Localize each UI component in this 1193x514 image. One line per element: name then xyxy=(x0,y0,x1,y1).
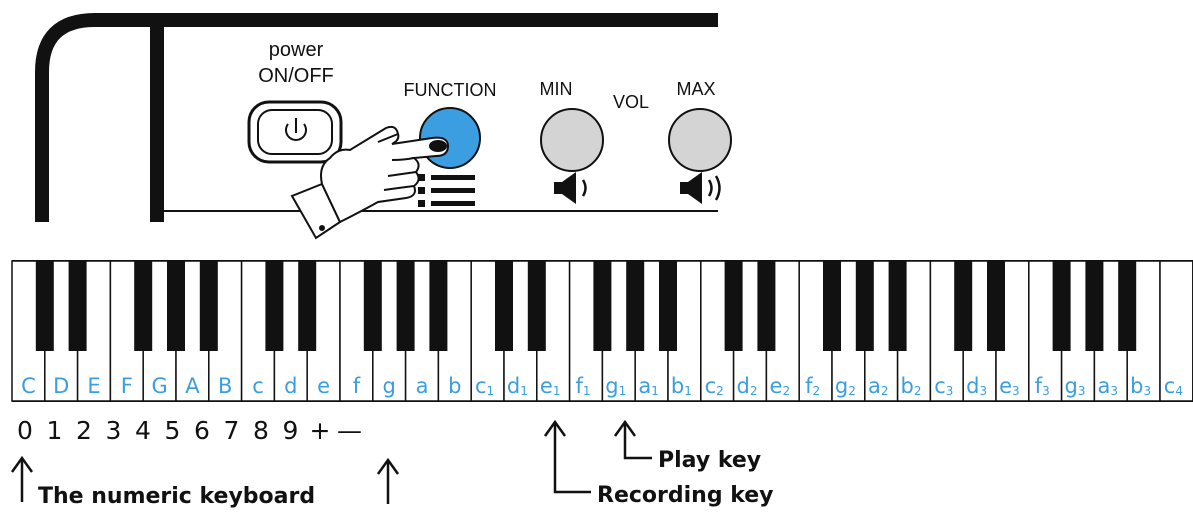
power-label: power xyxy=(269,39,324,61)
numeric-keyboard-arrow-icon xyxy=(10,455,34,502)
note-label: D xyxy=(53,374,69,398)
vol-label: VOL xyxy=(613,92,649,112)
note-label: A xyxy=(185,374,200,398)
note-label: B xyxy=(218,374,232,398)
function-menu-icon xyxy=(418,174,475,207)
black-key[interactable] xyxy=(823,261,841,351)
note-label: F xyxy=(121,374,133,398)
black-key[interactable] xyxy=(495,261,513,351)
onoff-label: ON/OFF xyxy=(258,65,334,87)
digit-label: 2 xyxy=(76,416,92,445)
control-panel: power ON/OFF FUNCTION xyxy=(35,13,732,240)
black-key[interactable] xyxy=(659,261,677,351)
black-key[interactable] xyxy=(1085,261,1104,351)
black-key[interactable] xyxy=(855,261,874,351)
play-key-arrow-icon xyxy=(613,419,652,460)
black-key[interactable] xyxy=(1118,261,1137,351)
black-key[interactable] xyxy=(68,261,87,351)
black-key[interactable] xyxy=(199,261,218,351)
note-label: G xyxy=(151,374,167,398)
note-label: E xyxy=(87,374,100,398)
min-label: MIN xyxy=(540,79,573,99)
annotations: The numeric keyboard Recording key Play … xyxy=(10,419,774,509)
power-icon xyxy=(285,118,307,141)
digit-label: 6 xyxy=(194,416,210,445)
digit-label: 8 xyxy=(253,416,269,445)
black-key[interactable] xyxy=(429,261,448,351)
black-key[interactable] xyxy=(724,261,743,351)
play-key-label: Play key xyxy=(658,448,761,473)
digit-label: + xyxy=(310,416,331,445)
black-key[interactable] xyxy=(167,261,185,351)
note-label: e xyxy=(317,374,330,398)
volume-min-button[interactable] xyxy=(540,108,604,172)
digit-label: 4 xyxy=(135,416,151,445)
black-key[interactable] xyxy=(298,261,317,351)
black-key[interactable] xyxy=(593,261,612,351)
pointing-hand-icon xyxy=(290,125,450,240)
power-button[interactable] xyxy=(247,100,343,164)
black-key[interactable] xyxy=(954,261,973,351)
speaker-high-icon xyxy=(680,172,721,204)
digit-label: 0 xyxy=(17,416,33,445)
white-key-c4[interactable] xyxy=(1159,260,1193,402)
digit-label: 5 xyxy=(165,416,181,445)
note-label: c xyxy=(252,374,264,398)
black-key[interactable] xyxy=(1052,261,1071,351)
note-label: d xyxy=(284,374,297,398)
max-label: MAX xyxy=(676,79,715,99)
recording-key-label: Recording key xyxy=(597,483,774,508)
black-key[interactable] xyxy=(626,261,645,351)
speaker-low-icon xyxy=(554,172,587,204)
black-key[interactable] xyxy=(134,261,153,351)
panel-outer-edge xyxy=(35,13,718,222)
numeric-keyboard-label: The numeric keyboard xyxy=(38,484,315,509)
black-key[interactable] xyxy=(396,261,415,351)
minus-key-arrow-icon xyxy=(376,457,400,504)
digit-label: 3 xyxy=(106,416,122,445)
volume-max-button[interactable] xyxy=(668,108,732,172)
black-key[interactable] xyxy=(757,261,776,351)
black-key[interactable] xyxy=(987,261,1005,351)
function-label: FUNCTION xyxy=(404,80,497,100)
note-label: g xyxy=(383,374,396,398)
recording-key-arrow-icon xyxy=(543,419,591,494)
digit-label: — xyxy=(337,416,362,445)
note-label: f xyxy=(353,374,361,398)
black-key[interactable] xyxy=(265,261,284,351)
black-key[interactable] xyxy=(888,261,907,351)
digit-label: 9 xyxy=(283,416,299,445)
black-key[interactable] xyxy=(35,261,54,351)
note-label: b xyxy=(448,374,461,398)
note-label: a xyxy=(416,374,429,398)
note-label: C xyxy=(21,374,36,398)
digit-label: 7 xyxy=(224,416,240,445)
black-key[interactable] xyxy=(363,261,382,351)
black-key[interactable] xyxy=(527,261,546,351)
digit-label: 1 xyxy=(47,416,63,445)
